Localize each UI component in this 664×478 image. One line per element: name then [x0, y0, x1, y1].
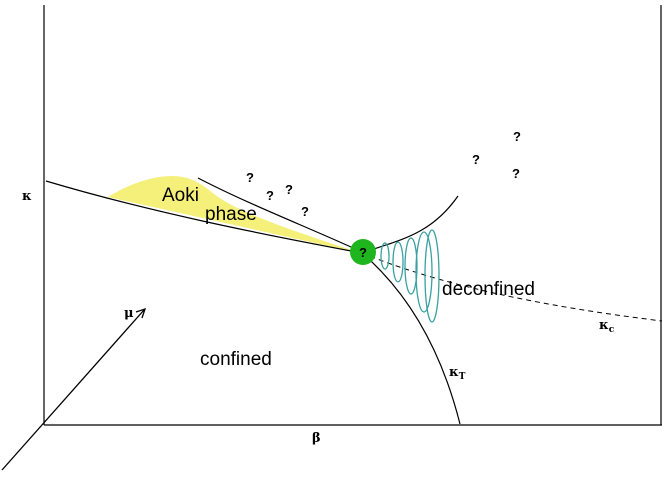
question-mark: ? — [512, 166, 520, 181]
kappa-c-curve — [361, 252, 663, 322]
question-mark: ? — [285, 182, 293, 197]
kappa-t-curve — [361, 252, 461, 425]
kappa-axis-label: κ — [22, 189, 32, 204]
aoki-phase-region — [108, 176, 360, 253]
critical-point-marker — [350, 239, 376, 265]
kappa-c-symbol: κ — [599, 318, 609, 333]
kappa-c-label: κc — [599, 318, 615, 335]
deconfined-label: deconfined — [442, 279, 535, 300]
kappa-t-subscript: T — [459, 372, 466, 382]
upper-branch-curve — [361, 195, 459, 254]
phase-label: phase — [205, 204, 257, 225]
question-mark: ? — [301, 204, 309, 219]
vortex-ring — [415, 231, 433, 313]
beta-axis-label: β — [312, 431, 321, 446]
confined-label: confined — [200, 349, 272, 370]
mu-axis-label: μ — [124, 306, 134, 321]
aoki-label: Aoki — [162, 185, 199, 206]
critical-point-label: ? — [359, 245, 367, 260]
vortex-cone — [380, 229, 440, 323]
aoki-upper-boundary — [197, 177, 363, 253]
vortex-ring — [380, 242, 390, 270]
mu-axis-arrowhead — [135, 307, 147, 319]
vortex-ring — [404, 237, 418, 295]
kappa-c-subscript: c — [609, 325, 615, 335]
kappa-line — [45, 180, 363, 254]
mu-axis — [1, 309, 145, 471]
question-mark: ? — [513, 129, 521, 144]
question-mark: ? — [266, 188, 274, 203]
question-mark: ? — [472, 152, 480, 167]
vortex-ring — [392, 241, 404, 283]
question-mark: ? — [246, 170, 254, 185]
vortex-ring — [424, 229, 440, 323]
kappa-t-label: κT — [449, 365, 466, 382]
kappa-t-symbol: κ — [449, 365, 459, 380]
